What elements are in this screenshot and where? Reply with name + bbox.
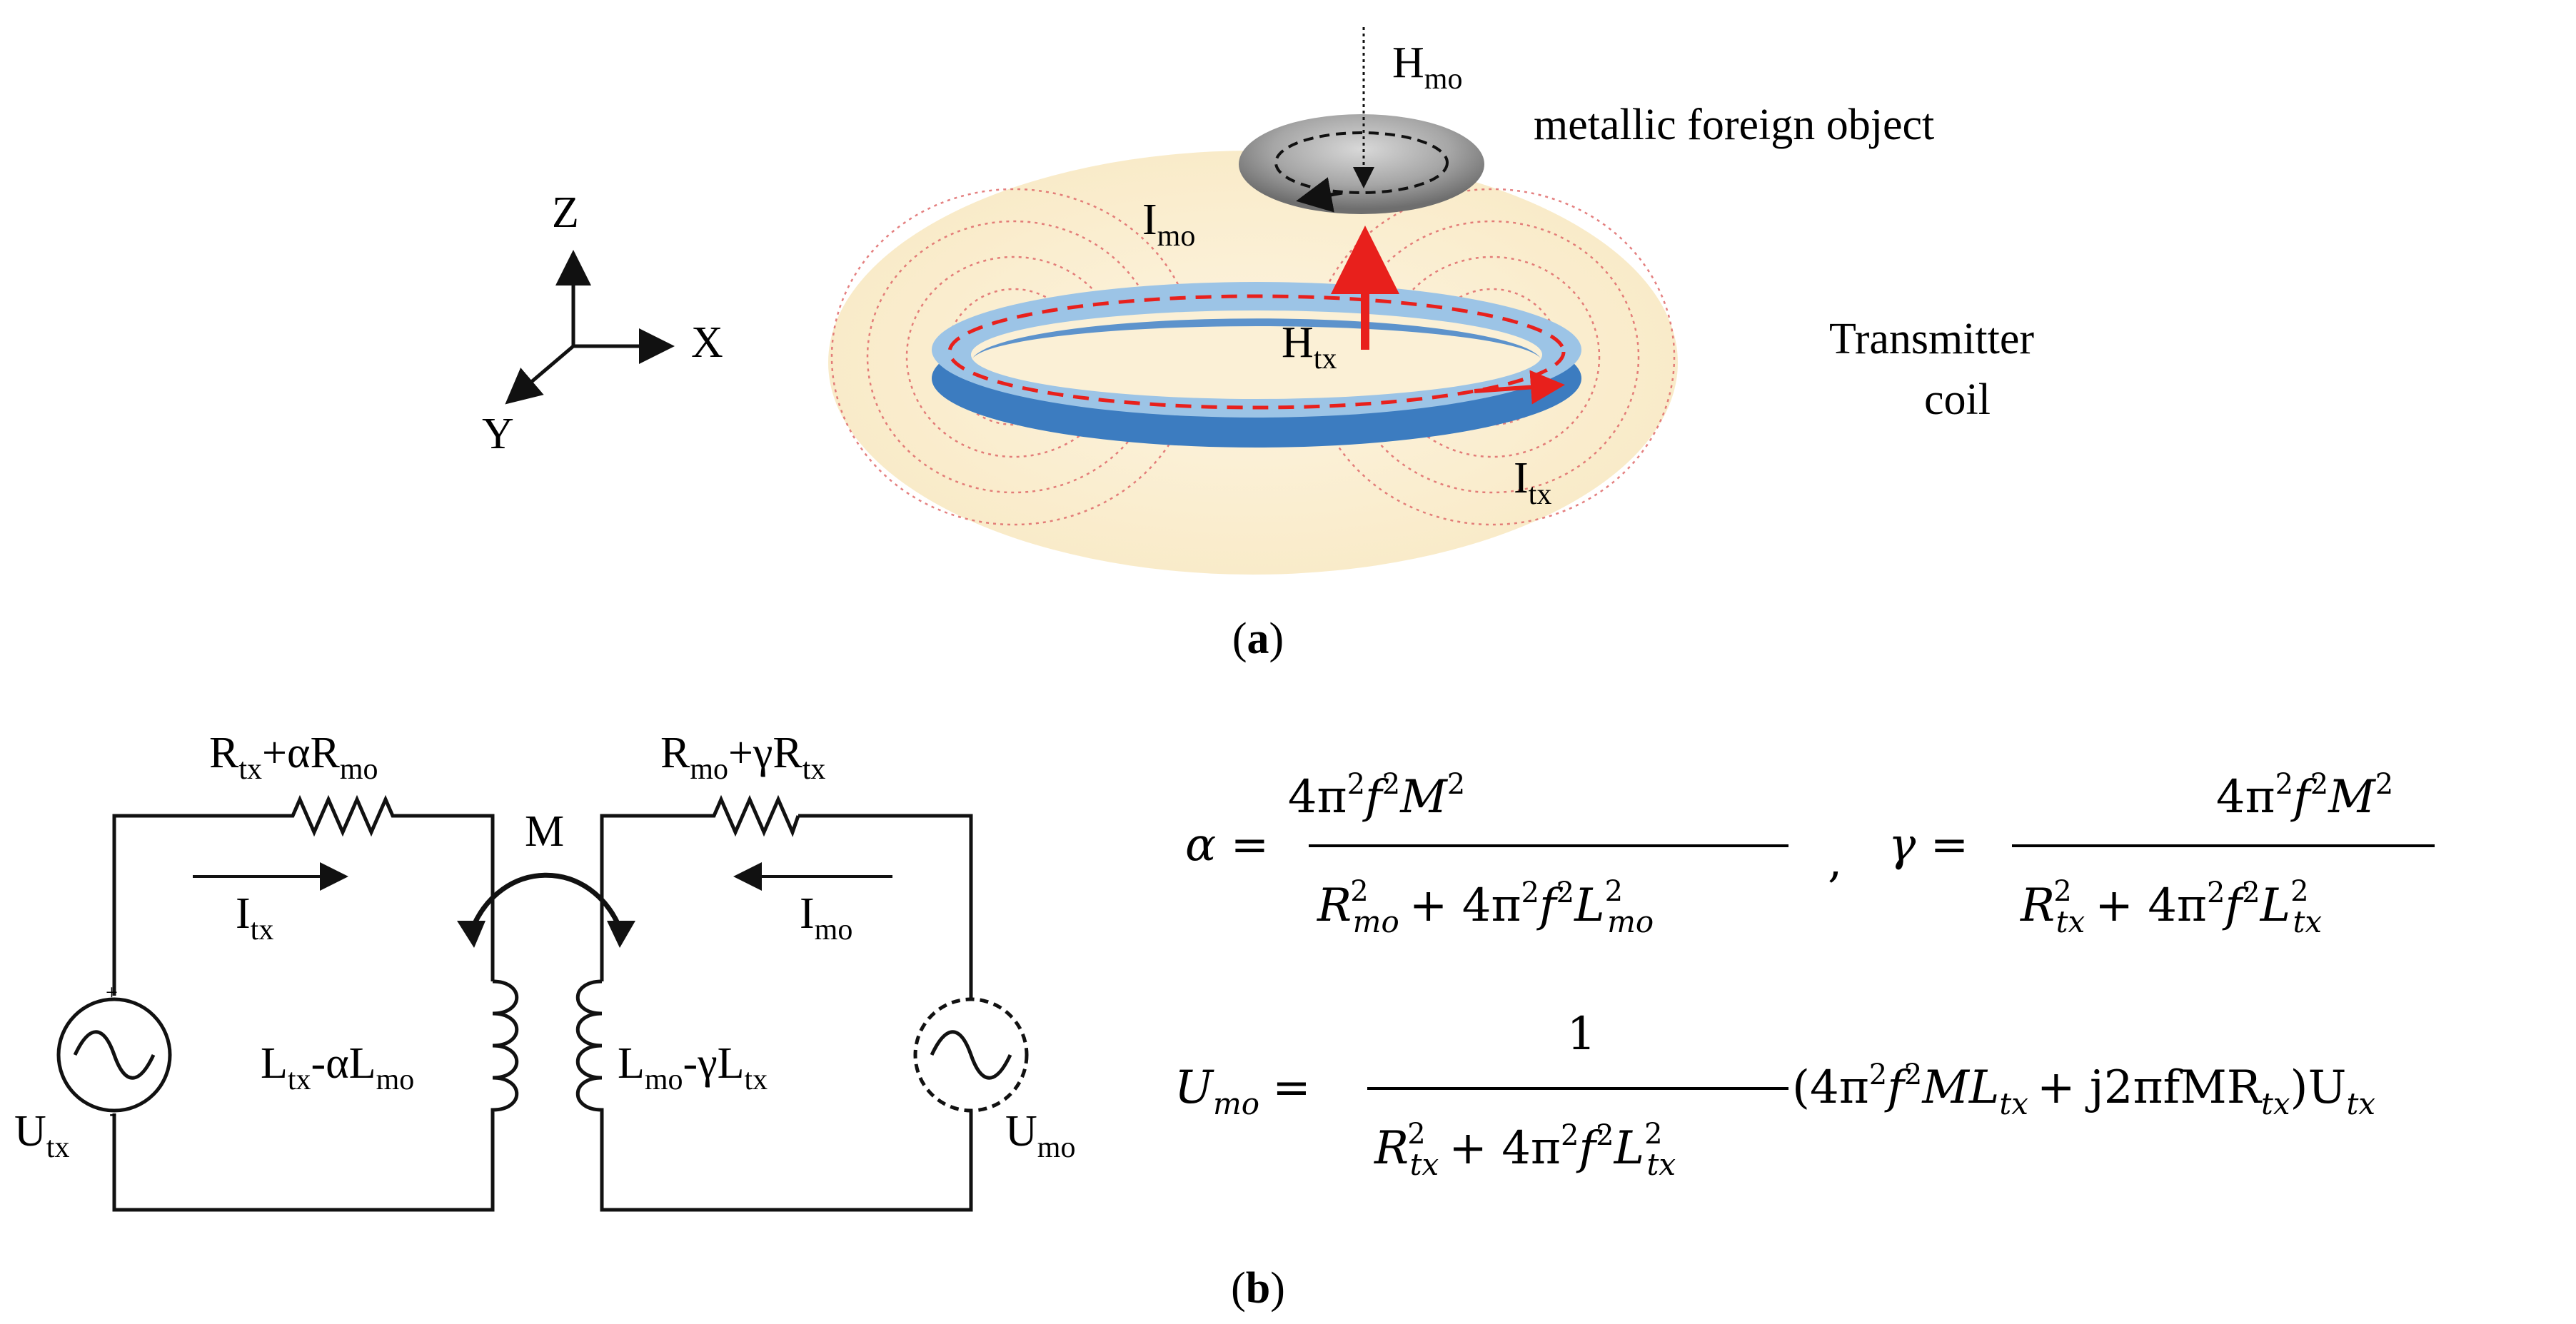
gamma-numerator: 4π2f2M2	[2216, 768, 2393, 824]
foreign-object-label: metallic foreign object	[1534, 101, 1934, 149]
i-tx-label: Itx	[1514, 454, 1551, 511]
alpha-numerator: 4π2f2M2	[1288, 768, 1465, 824]
right-loop-path	[600, 814, 973, 1212]
z-axis-label: Z	[552, 188, 579, 237]
panel-b: + - Rtx+αRmo Rmo+γRtx M Itx Imo Ltx-αLmo…	[14, 729, 2435, 1313]
panel-a: Z X Y	[482, 27, 2034, 663]
mutual-inductance-label: M	[525, 807, 564, 856]
eddy-current-path	[1274, 131, 1449, 194]
i-mo-circuit-label: Imo	[800, 889, 852, 946]
eddy-current-arrow	[1296, 177, 1343, 213]
left-loop-path	[112, 814, 495, 1212]
mutual-arrowhead-left	[457, 921, 485, 948]
source-utx-plus: +	[106, 981, 118, 1004]
coil-label-line1: Transmitter	[1829, 315, 2034, 363]
resistor-right-label: Rmo+γRtx	[660, 729, 825, 786]
y-axis-label: Y	[482, 410, 514, 458]
i-mo-label: Imo	[1142, 196, 1195, 253]
umo-rhs: (4π2f2MLtx+ j2πfMRtx)Utx	[1792, 1058, 2375, 1121]
mutual-coupling-arc	[468, 872, 624, 933]
resistor-right	[707, 794, 800, 837]
u-mo-label: Umo	[1005, 1107, 1075, 1164]
caption-b: (b)	[1231, 1264, 1285, 1313]
caption-a: (a)	[1232, 615, 1284, 663]
source-utx-wave	[73, 1030, 156, 1080]
metallic-foreign-object	[1239, 27, 1484, 214]
gamma-lhs: γ =	[1888, 819, 1968, 871]
inductor-left	[490, 979, 519, 1117]
u-tx-label: Utx	[14, 1107, 69, 1164]
coil-inner-wall	[972, 318, 1541, 358]
mutual-arrowhead-right	[607, 921, 635, 948]
resistor-left	[277, 794, 441, 837]
source-umo-wave	[930, 1030, 1012, 1080]
inductor-right-label: Lmo-γLtx	[618, 1039, 768, 1096]
coil-label-line2: coil	[1924, 375, 1991, 424]
umo-numerator: 1	[1567, 1008, 1596, 1061]
left-loop-wire	[112, 814, 277, 996]
i-tx-circuit-label: Itx	[236, 889, 273, 946]
equivalent-circuit: + - Rtx+αRmo Rmo+γRtx M Itx Imo Ltx-αLmo…	[14, 729, 1075, 1212]
x-axis-label: X	[691, 318, 723, 367]
umo-lhs: Umo=	[1174, 1061, 1311, 1121]
alpha-lhs: α =	[1185, 819, 1269, 871]
source-utx-minus: -	[109, 1100, 117, 1126]
transmitter-coil	[932, 282, 1581, 448]
coil-current-arrow	[1474, 370, 1565, 405]
coil-inner	[971, 310, 1542, 399]
inductor-left-label: Ltx-αLmo	[261, 1039, 414, 1096]
h-mo-label: Hmo	[1392, 39, 1462, 96]
coil-current-path	[947, 294, 1566, 410]
equation-separator: ,	[1828, 835, 1842, 888]
axes-triad: Z X Y	[482, 188, 723, 458]
inductor-right	[575, 979, 604, 1117]
y-axis-line	[505, 345, 575, 405]
h-tx-label: Htx	[1282, 318, 1337, 375]
resistor-left-label: Rtx+αRmo	[209, 729, 378, 786]
